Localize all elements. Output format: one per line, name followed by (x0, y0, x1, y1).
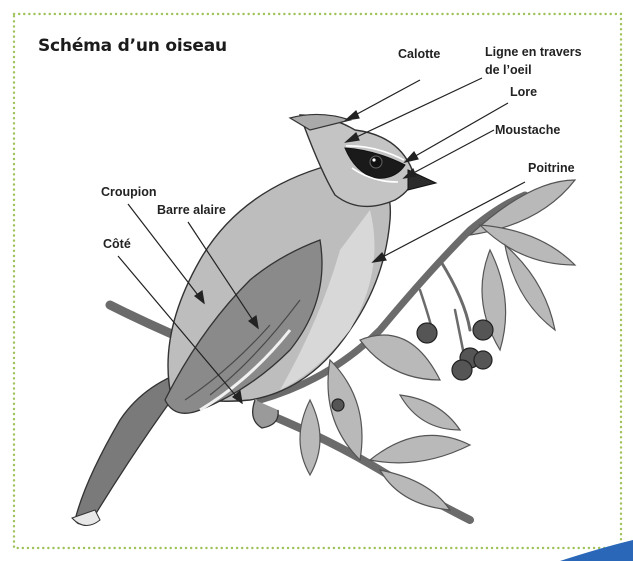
eye (370, 156, 382, 168)
label-poitrine: Poitrine (528, 160, 575, 176)
label-croupion: Croupion (101, 184, 157, 200)
berry (452, 360, 472, 380)
arrowhead (405, 152, 418, 162)
label-ligne-line1: Ligne en travers (485, 44, 582, 60)
leaf (400, 395, 460, 430)
arrowhead (346, 111, 359, 120)
berry (473, 320, 493, 340)
leaf (300, 400, 320, 475)
label-moustache: Moustache (495, 122, 560, 138)
label-cote: Côté (103, 236, 131, 252)
label-ligne-line2: de l’oeil (485, 62, 532, 78)
ligne-pointer (346, 78, 482, 142)
diagram-title: Schéma d’un oiseau (38, 36, 227, 56)
label-barre-alaire: Barre alaire (157, 202, 226, 218)
feet (253, 400, 279, 428)
leaf (380, 470, 450, 510)
croupion-pointer (128, 204, 204, 303)
label-calotte: Calotte (398, 46, 440, 62)
berry (417, 323, 437, 343)
leaf (370, 435, 470, 462)
berry (332, 399, 344, 411)
berry (474, 351, 492, 369)
tail (75, 375, 175, 524)
lore-pointer (405, 103, 508, 162)
label-lore: Lore (510, 84, 537, 100)
corner-accent (560, 540, 633, 561)
